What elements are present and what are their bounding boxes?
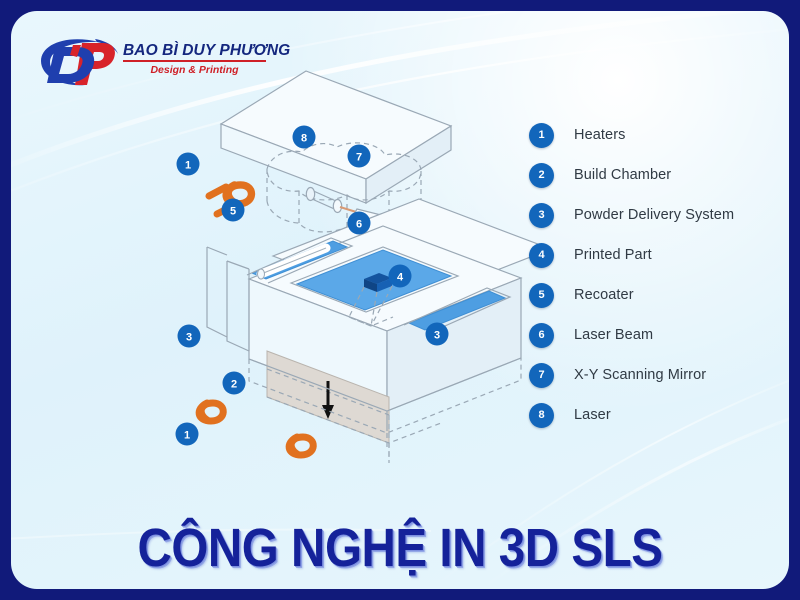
callout-4: 4: [388, 264, 412, 288]
callout-3-right: 3: [425, 322, 449, 346]
heater-coil-bottom-right: [285, 433, 317, 459]
legend-item-7: 7 X-Y Scanning Mirror: [529, 355, 779, 395]
legend-label-2: Build Chamber: [574, 167, 672, 183]
legend-badge-7: 7: [529, 362, 554, 388]
callout-1-top: 1: [176, 152, 200, 176]
legend-badge-6: 6: [529, 322, 554, 348]
legend-list: 1 Heaters 2 Build Chamber 3 Powder Deliv…: [529, 115, 779, 435]
legend-item-3: 3 Powder Delivery System: [529, 195, 779, 235]
heater-coil-top: [222, 181, 256, 208]
svg-text:2: 2: [231, 379, 237, 391]
svg-text:6: 6: [356, 219, 362, 231]
logo-mark-icon: [41, 39, 118, 86]
printed-part-top: [364, 273, 392, 284]
legend-label-8: Laser: [574, 407, 611, 423]
logo-text: BAO BÌ DUY PHƯƠNG Design & Printing: [123, 42, 291, 76]
legend-label-5: Recoater: [574, 287, 634, 303]
legend-item-2: 2 Build Chamber: [529, 155, 779, 195]
legend-item-5: 5 Recoater: [529, 275, 779, 315]
legend-item-8: 8 Laser: [529, 395, 779, 435]
poster-panel: BAO BÌ DUY PHƯƠNG Design & Printing .ln …: [11, 11, 789, 589]
svg-text:4: 4: [397, 272, 404, 284]
legend-badge-5: 5: [529, 282, 554, 308]
legend-label-6: Laser Beam: [574, 327, 654, 343]
brand-underline: [123, 60, 266, 63]
legend-label-3: Powder Delivery System: [574, 207, 735, 223]
powder-strip-right: [407, 290, 507, 331]
diagram-callouts: 1 5 8 7 6: [175, 125, 449, 446]
piston-down-arrow: [322, 381, 334, 419]
svg-text:7: 7: [356, 152, 362, 164]
brand-tagline: Design & Printing: [150, 63, 239, 76]
callout-6: 6: [347, 211, 371, 235]
svg-text:3: 3: [186, 332, 192, 344]
legend-badge-2: 2: [529, 162, 554, 188]
heater-coil-bottom-left: [195, 399, 227, 425]
legend-label-7: X-Y Scanning Mirror: [574, 367, 707, 383]
brand-logo: BAO BÌ DUY PHƯƠNG Design & Printing: [37, 33, 291, 95]
callout-3-left: 3: [177, 324, 201, 348]
svg-text:1: 1: [185, 160, 191, 172]
legend-label-1: Heaters: [574, 127, 626, 143]
svg-text:5: 5: [230, 206, 236, 218]
sls-printer-diagram: .ln { fill:none; stroke:#9aa8b5; stroke-…: [175, 70, 551, 463]
legend-badge-8: 8: [529, 402, 554, 428]
legend-item-1: 1 Heaters: [529, 115, 779, 155]
callout-2: 2: [222, 371, 246, 395]
callout-8: 8: [292, 125, 316, 149]
svg-text:8: 8: [301, 133, 307, 145]
callout-1-bottom: 1: [175, 422, 199, 446]
svg-text:1: 1: [184, 430, 190, 442]
callout-5: 5: [221, 198, 245, 222]
callout-7: 7: [347, 144, 371, 168]
legend-badge-4: 4: [529, 242, 554, 268]
laser-unit: [305, 186, 343, 214]
page-title: CÔNG NGHỆ IN 3D SLS: [137, 518, 663, 578]
svg-text:3: 3: [434, 330, 440, 342]
legend-item-4: 4 Printed Part: [529, 235, 779, 275]
legend-badge-1: 1: [529, 122, 554, 148]
recoater-roller: [256, 243, 331, 280]
legend-label-4: Printed Part: [574, 247, 652, 263]
legend-item-6: 6 Laser Beam: [529, 315, 779, 355]
brand-name: BAO BÌ DUY PHƯƠNG: [123, 42, 291, 59]
legend-badge-3: 3: [529, 202, 554, 228]
